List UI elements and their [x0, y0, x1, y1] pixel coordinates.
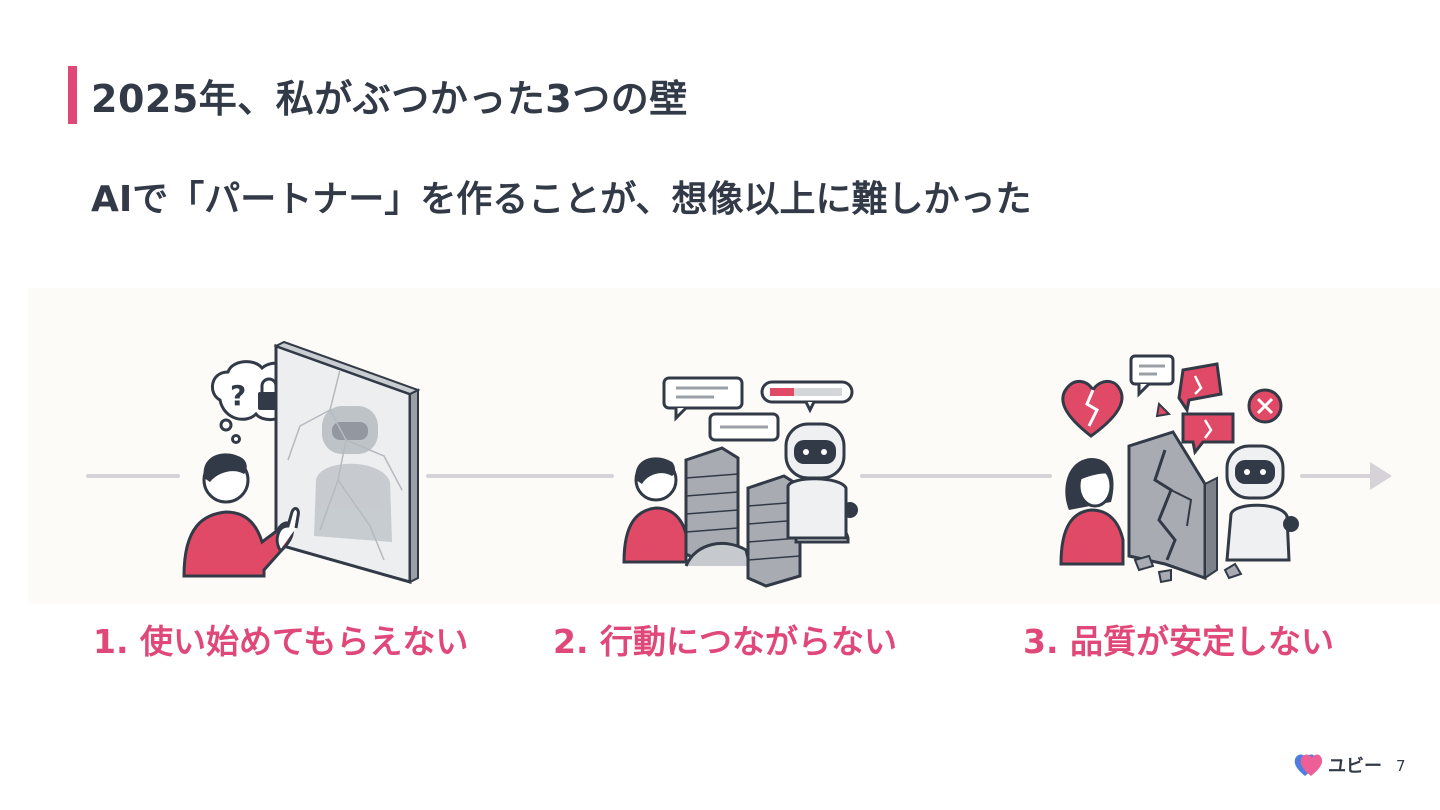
- brick-wall-icon: [684, 446, 802, 588]
- brand-logo: ユビー: [1293, 752, 1382, 778]
- wall-caption-2: 2. 行動につながらない: [553, 622, 897, 661]
- wall-caption-1: 1. 使い始めてもらえない: [93, 622, 469, 661]
- robot-icon: [1225, 444, 1299, 562]
- brand-logo-text: ユビー: [1328, 756, 1382, 777]
- title-accent-bar: [68, 66, 77, 124]
- scene-1-illustration: ?: [182, 340, 421, 584]
- page-subtitle: AIで「パートナー」を作ることが、想像以上に難しかった: [91, 179, 1032, 220]
- svg-text:?: ?: [230, 379, 246, 412]
- progress-bubble-icon: [760, 380, 854, 414]
- arrow-head-icon: [1370, 462, 1392, 490]
- scene-3-illustration: [1059, 354, 1299, 584]
- robot-icon: [784, 422, 858, 544]
- person-icon: [622, 457, 688, 564]
- mirror-icon: [273, 340, 421, 584]
- cracked-wall-icon: [1127, 430, 1243, 584]
- page-title: 2025年、私がぶつかった3つの壁: [91, 77, 688, 121]
- page-number: 7: [1396, 757, 1406, 775]
- person-icon: [182, 453, 300, 578]
- chat-bubble-icon: [662, 376, 744, 422]
- chat-bubble-icon: [708, 412, 780, 442]
- error-icon: [1247, 388, 1283, 424]
- broken-message-icon: [1155, 362, 1235, 456]
- scene-2-illustration: [622, 376, 858, 588]
- heart-logo-icon: [1294, 754, 1323, 776]
- person-icon: [1059, 458, 1125, 566]
- wall-caption-3: 3. 品質が安定しない: [1023, 622, 1334, 661]
- broken-heart-icon: [1061, 380, 1124, 438]
- chat-bubble-icon: [1129, 354, 1175, 398]
